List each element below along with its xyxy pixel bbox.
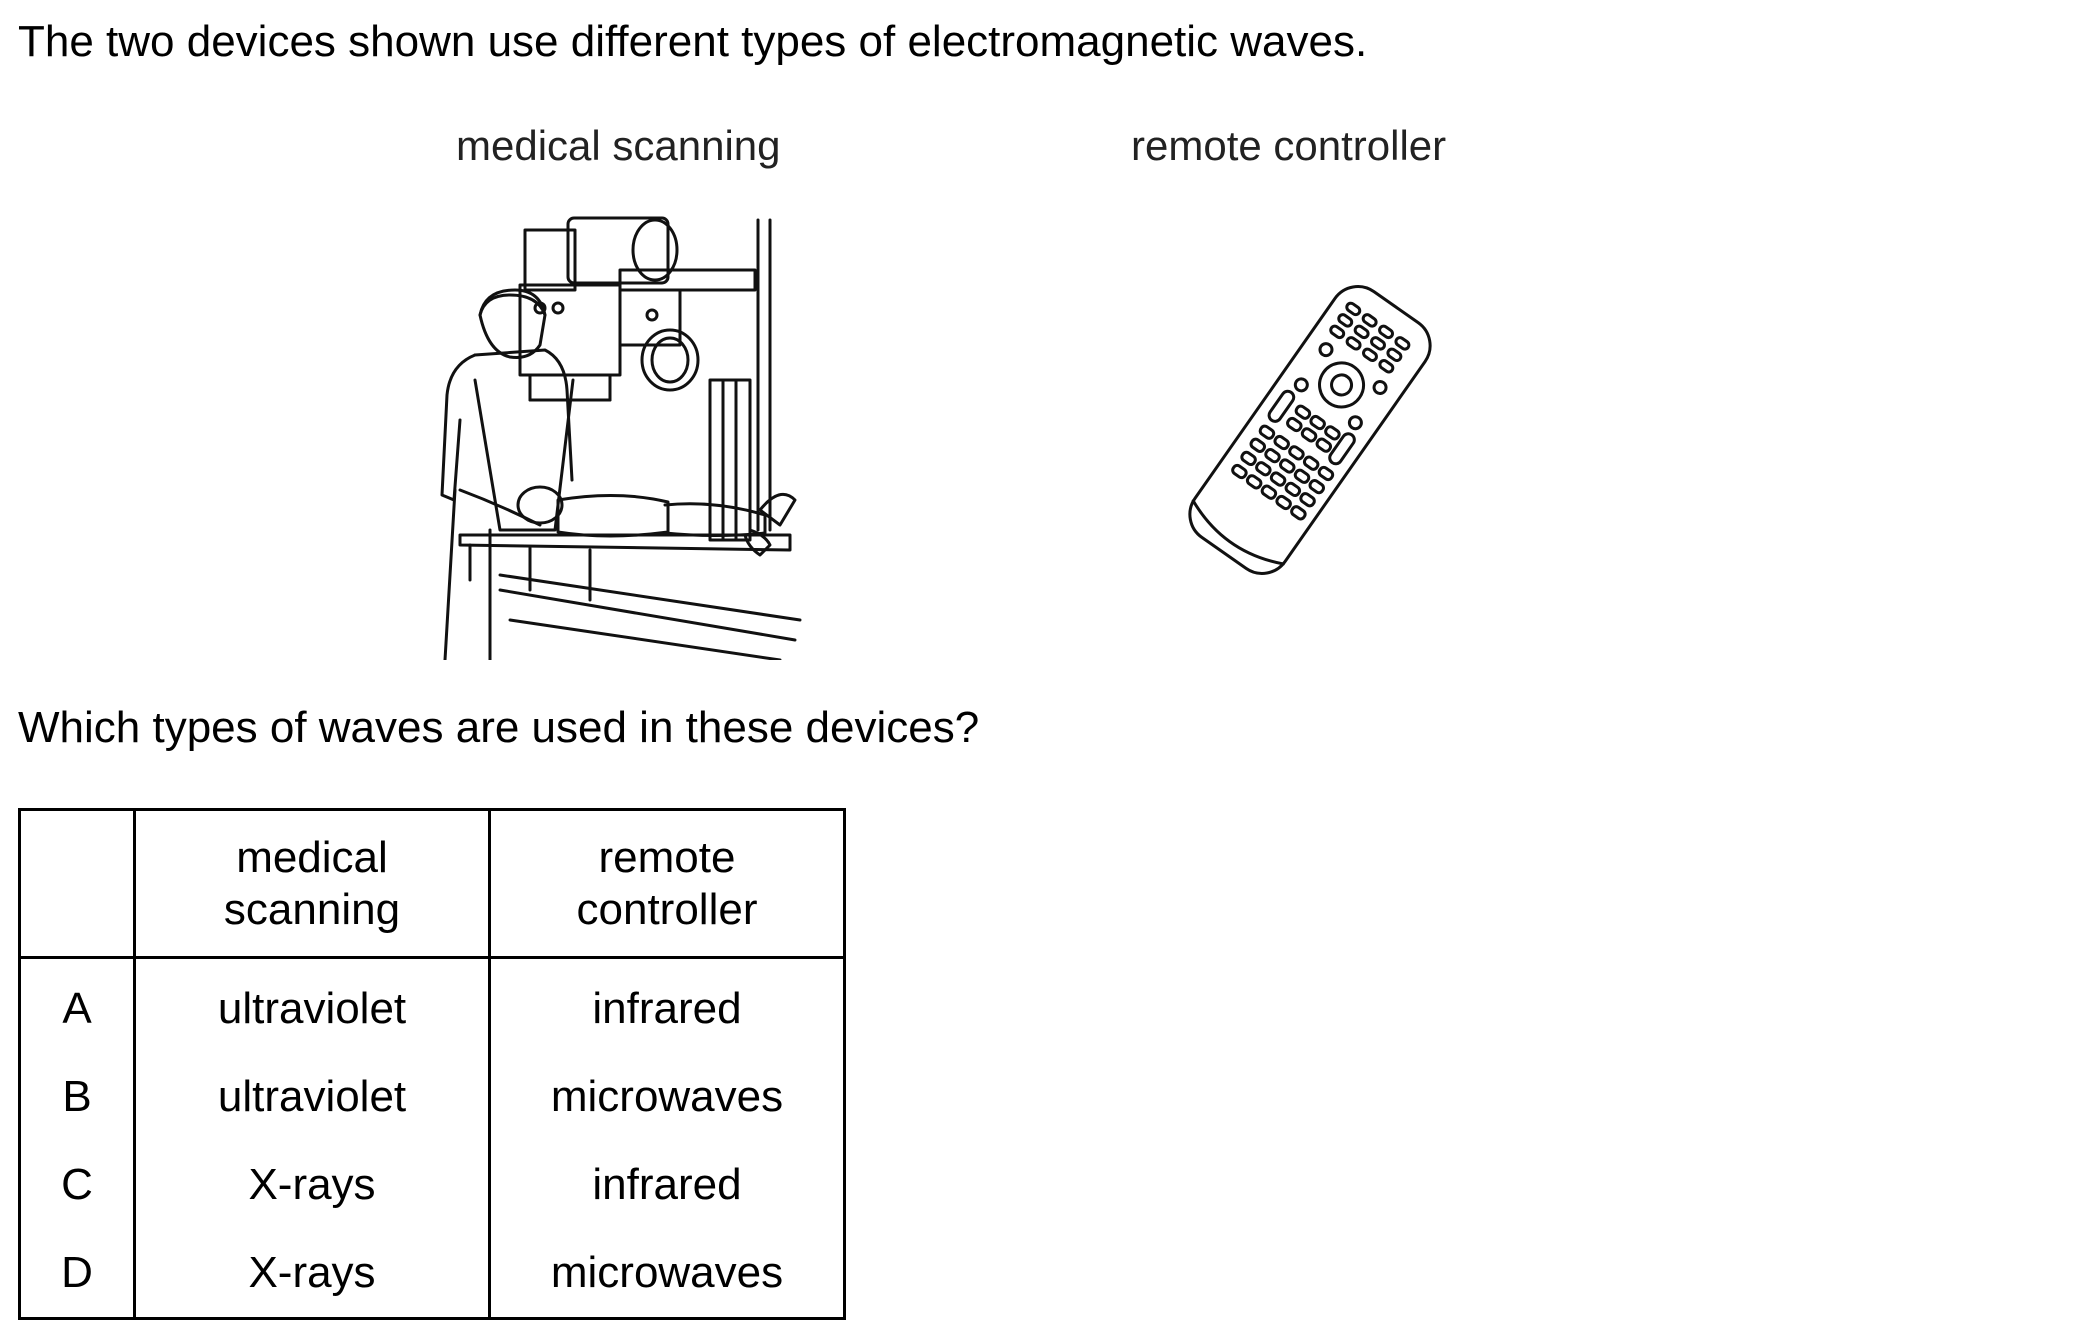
table-row: C X-rays infrared: [18, 1141, 846, 1229]
header-medical-line-2: scanning: [223, 884, 401, 934]
option-letter: D: [18, 1229, 136, 1320]
intro-text: The two devices shown use different type…: [18, 17, 1368, 66]
option-letter: B: [18, 1053, 136, 1141]
caption-remote-controller: remote controller: [1131, 122, 1447, 169]
answer-table: medical scanning remote controller A ult…: [18, 808, 846, 1320]
table-row: A ultraviolet infrared: [18, 957, 846, 1053]
question-text: Which types of waves are used in these d…: [18, 703, 980, 752]
option-medical-value: ultraviolet: [133, 1053, 491, 1141]
remote-control-illustration: [1188, 285, 1432, 575]
option-remote-value: microwaves: [488, 1229, 846, 1320]
header-medical-line-1: medical: [236, 832, 388, 882]
table-row: D X-rays microwaves: [18, 1229, 846, 1320]
option-letter: C: [18, 1141, 136, 1229]
table-header-row: medical scanning remote controller: [18, 808, 846, 959]
header-remote-controller: remote controller: [488, 808, 846, 959]
header-medical-scanning: medical scanning: [133, 808, 491, 959]
header-blank: [18, 808, 136, 959]
table-row: B ultraviolet microwaves: [18, 1053, 846, 1141]
option-medical-value: X-rays: [133, 1141, 491, 1229]
option-letter: A: [18, 957, 136, 1053]
x-ray-scanner-illustration: [440, 216, 802, 660]
option-medical-value: X-rays: [133, 1229, 491, 1320]
header-remote-line-1: remote: [598, 832, 736, 882]
caption-medical-scanning: medical scanning: [456, 122, 781, 169]
header-remote-line-2: controller: [576, 884, 758, 934]
option-medical-value: ultraviolet: [133, 957, 491, 1053]
option-remote-value: infrared: [488, 957, 846, 1053]
option-remote-value: microwaves: [488, 1053, 846, 1141]
option-remote-value: infrared: [488, 1141, 846, 1229]
